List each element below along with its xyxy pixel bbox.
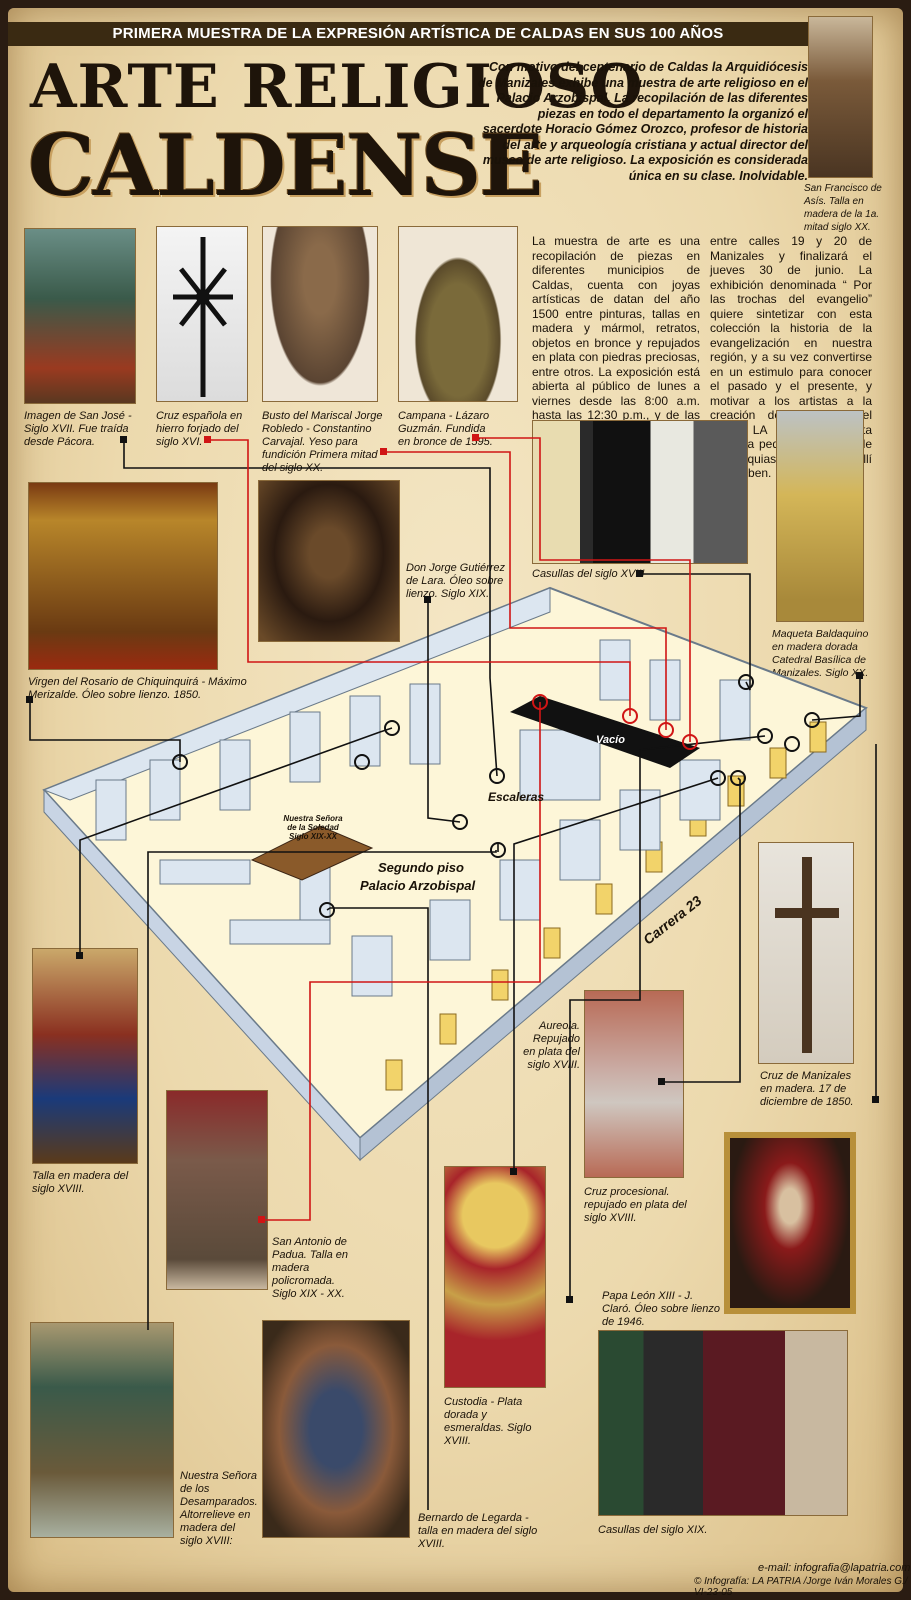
cross-icon <box>775 857 839 1053</box>
leader-anchor <box>424 596 431 603</box>
caption-papa-leon: Papa León XIII - J. Claró. Óleo sobre li… <box>602 1290 721 1328</box>
leader-anchor <box>872 1096 879 1103</box>
photo-casullas-xviii <box>532 420 748 564</box>
leader-anchor <box>856 672 863 679</box>
caption-san-francisco: San Francisco de Asís. Talla en madera d… <box>804 183 882 233</box>
map-label-segundo-piso: Segundo piso <box>378 860 464 875</box>
cross-icon <box>173 237 233 397</box>
photo-aureola-cruz <box>584 990 684 1178</box>
map-label-palacio: Palacio Arzobispal <box>360 878 476 893</box>
title-line-1: ARTE RELIGIOSO <box>30 52 644 122</box>
map-label-soledad: Nuestra Señora de la Soledad Siglo XIX-X… <box>283 814 343 841</box>
leader-anchor <box>472 434 479 441</box>
leader-anchor <box>380 448 387 455</box>
caption-cruz-manizales: Cruz de Manizales en madera. 17 de dicie… <box>760 1070 854 1108</box>
map-label-escaleras: Escaleras <box>488 790 545 804</box>
caption-talla-xviii: Talla en madera del siglo XVIII. <box>32 1170 129 1195</box>
caption-san-antonio: San Antonio de Padua. Talla en madera po… <box>272 1236 349 1300</box>
photo-casullas-xix <box>598 1330 848 1516</box>
photo-virgen-rosario <box>28 482 218 670</box>
leader-anchor <box>120 436 127 443</box>
caption-legarda: Bernardo de Legarda - talla en madera de… <box>418 1512 538 1550</box>
leader-anchor <box>204 436 211 443</box>
caption-desamparados: Nuestra Señora de los Desamparados. Alto… <box>180 1470 258 1547</box>
caption-virgen-rosario: Virgen del Rosario de Chiquinquirá - Máx… <box>28 676 247 701</box>
photo-custodia <box>444 1166 546 1388</box>
caption-busto: Busto del Mariscal Jorge Robledo - Const… <box>262 410 383 474</box>
banner: PRIMERA MUESTRA DE LA EXPRESIÓN ARTÍSTIC… <box>8 22 828 46</box>
photo-talla-xviii <box>32 948 138 1164</box>
leader-anchor <box>510 1168 517 1175</box>
photo-cruz-espanola <box>156 226 248 402</box>
leader-anchor <box>258 1216 265 1223</box>
caption-custodia: Custodia - Plata dorada y esmeraldas. Si… <box>444 1396 532 1447</box>
lead-paragraph: Con motivo del centenario de Caldas la A… <box>478 60 808 183</box>
caption-casullas-xviii: Casullas del siglo XVIII <box>532 568 645 580</box>
leader-anchor <box>566 1296 573 1303</box>
photo-campana <box>398 226 518 402</box>
leader-anchor <box>636 570 643 577</box>
caption-san-jose: Imagen de San José - Siglo XVII. Fue tra… <box>24 410 132 448</box>
photo-maqueta <box>776 410 864 622</box>
photo-papa-leon <box>724 1132 856 1314</box>
title-line-2: CALDENSE <box>28 116 543 215</box>
photo-san-jose <box>24 228 136 404</box>
photo-desamparados <box>30 1322 174 1538</box>
photo-busto <box>262 226 378 402</box>
leader-anchor <box>76 952 83 959</box>
caption-don-jorge: Don Jorge Gutiérrez de Lara. Óleo sobre … <box>406 562 506 600</box>
caption-casullas-xix: Casullas del siglo XIX. <box>598 1524 708 1536</box>
photo-san-antonio <box>166 1090 268 1290</box>
map-label-vacio: Vacío <box>596 734 625 746</box>
footer-credit: © Infografía: LA PATRIA /Jorge Iván Mora… <box>694 1576 908 1598</box>
photo-san-francisco <box>808 16 873 178</box>
caption-campana: Campana - Lázaro Guzmán. Fundida en bron… <box>398 410 493 448</box>
caption-cruz-espanola: Cruz española en hierro forjado del sigl… <box>156 410 243 448</box>
photo-legarda <box>262 1320 410 1538</box>
leader-anchor <box>658 1078 665 1085</box>
caption-cruz-procesional: Cruz procesional. repujado en plata del … <box>584 1186 687 1224</box>
footer-email: e-mail: infografia@lapatria.com <box>758 1562 911 1574</box>
photo-cruz-manizales <box>758 842 854 1064</box>
leader-anchor <box>26 696 33 703</box>
caption-maqueta: Maqueta Baldaquino en madera dorada Cate… <box>772 628 869 679</box>
photo-don-jorge <box>258 480 400 642</box>
